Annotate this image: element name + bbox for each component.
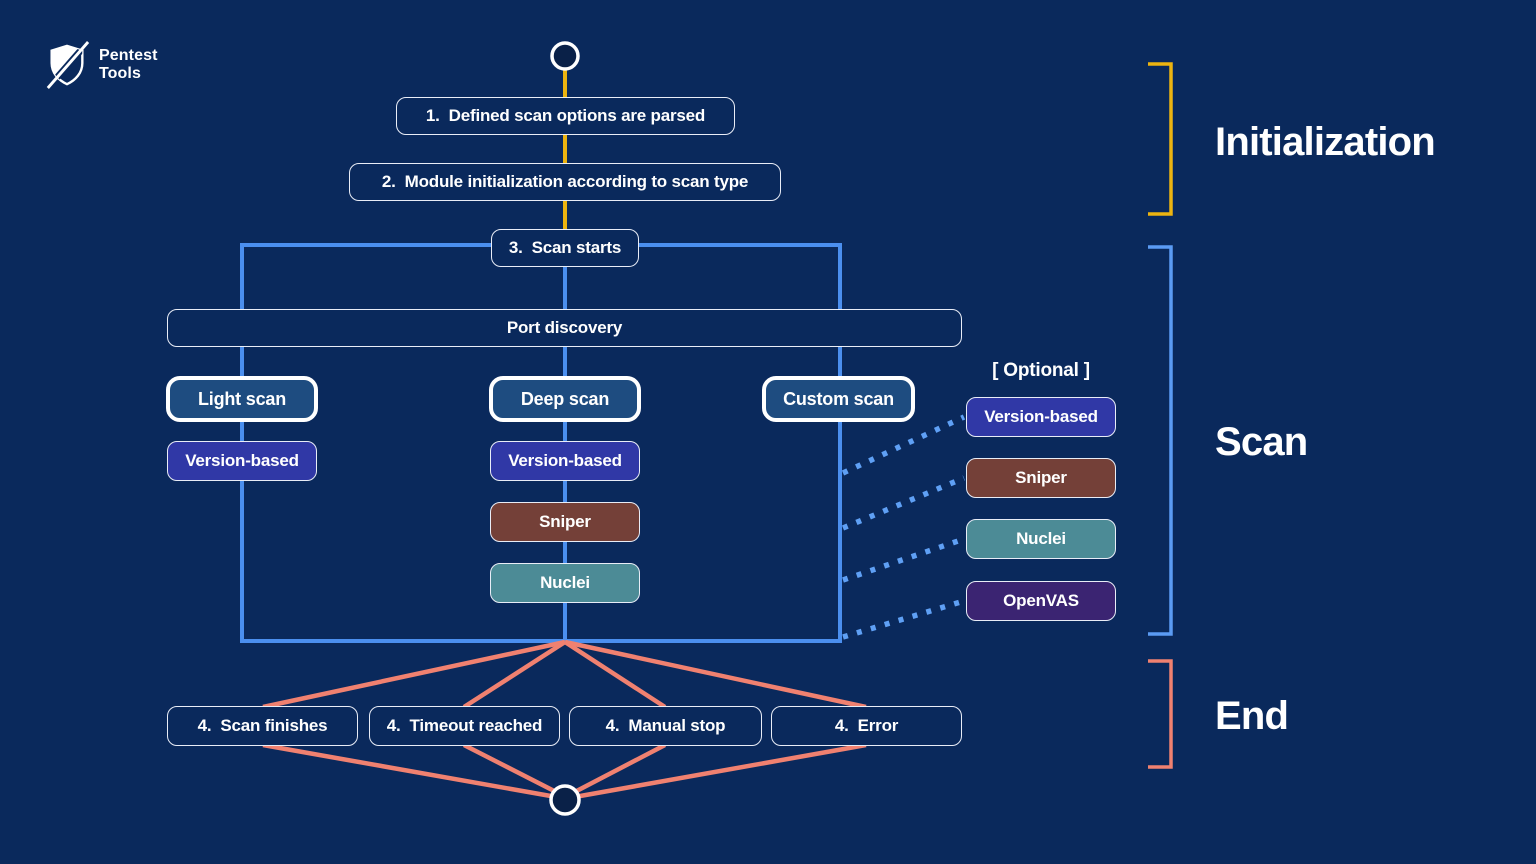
- module-label: Nuclei: [1016, 529, 1066, 548]
- dotted-connector-version-based: [841, 414, 966, 476]
- bracket-end: [1148, 659, 1173, 769]
- optional-module-sniper: Sniper: [966, 458, 1116, 498]
- step-text: Scan finishes: [220, 716, 328, 735]
- dotted-connector-nuclei: [842, 536, 965, 583]
- end-fan-line: [563, 640, 667, 709]
- phase-label-end: End: [1215, 694, 1289, 738]
- deep-module-version-based: Version-based: [490, 441, 640, 481]
- start-node-circle: [550, 41, 580, 71]
- deep-module-nuclei: Nuclei: [490, 563, 640, 603]
- custom-scan-box: Custom scan: [762, 376, 915, 422]
- end-fan-line: [262, 639, 566, 710]
- end-converge-line: [462, 742, 566, 799]
- brand-line-1: Pentest: [99, 47, 158, 65]
- step-number: 2.: [381, 172, 396, 191]
- end-converge-line: [565, 743, 667, 798]
- end-fan-line: [462, 640, 567, 709]
- end-box-scan-finishes: 4. Scan finishes: [167, 706, 358, 746]
- bracket-scan: [1148, 245, 1173, 636]
- module-label: Sniper: [539, 512, 591, 531]
- step-text: Timeout reached: [409, 716, 543, 735]
- port-discovery-label: Port discovery: [506, 318, 623, 337]
- pentest-tools-logo: Pentest Tools: [44, 40, 158, 90]
- deep-module-sniper: Sniper: [490, 502, 640, 542]
- brand-line-2: Tools: [99, 65, 141, 82]
- dotted-connector-sniper: [841, 475, 966, 531]
- scan-type-label: Deep scan: [520, 388, 610, 409]
- step-box-defined-scan-options: 1. Defined scan options are parsed: [396, 97, 735, 135]
- module-label: OpenVAS: [1003, 591, 1079, 610]
- step-number: 4.: [197, 716, 212, 735]
- module-label: Nuclei: [540, 573, 590, 592]
- step-text: Error: [857, 716, 899, 735]
- phase-label-scan: Scan: [1215, 420, 1308, 464]
- scan-type-label: Light scan: [197, 388, 286, 409]
- optional-module-version-based: Version-based: [966, 397, 1116, 437]
- deep-scan-box: Deep scan: [489, 376, 641, 422]
- end-box-timeout-reached: 4. Timeout reached: [369, 706, 560, 746]
- optional-label: [ Optional ]: [992, 360, 1090, 381]
- step-text: Module initialization according to scan …: [404, 172, 749, 191]
- step-number: 4.: [386, 716, 401, 735]
- module-label: Version-based: [984, 407, 1098, 426]
- optional-module-nuclei: Nuclei: [966, 519, 1116, 559]
- step-number: 4.: [605, 716, 620, 735]
- step-text: Scan starts: [531, 238, 622, 257]
- end-node-circle: [549, 784, 581, 816]
- end-converge-line: [568, 742, 867, 801]
- end-fan-line: [564, 639, 867, 710]
- end-box-manual-stop: 4. Manual stop: [569, 706, 762, 746]
- optional-module-openvas: OpenVAS: [966, 581, 1116, 621]
- phase-label-initialization: Initialization: [1215, 120, 1436, 164]
- scan-type-label: Custom scan: [783, 388, 894, 409]
- shield-icon: [46, 41, 90, 89]
- brand-name: Pentest Tools: [99, 47, 158, 83]
- step-text: Manual stop: [628, 716, 726, 735]
- step-number: 3.: [508, 238, 523, 257]
- step-box-scan-starts: 3. Scan starts: [491, 229, 639, 267]
- step-number: 1.: [425, 106, 440, 125]
- light-module-version-based: Version-based: [167, 441, 317, 481]
- dotted-connector-openvas: [842, 598, 965, 640]
- module-label: Sniper: [1015, 468, 1067, 487]
- module-label: Version-based: [508, 451, 622, 470]
- end-box-error: 4. Error: [771, 706, 962, 746]
- bracket-initialization: [1148, 62, 1173, 216]
- end-converge-line: [262, 742, 563, 801]
- light-scan-box: Light scan: [166, 376, 318, 422]
- step-text: Defined scan options are parsed: [448, 106, 706, 125]
- module-label: Version-based: [185, 451, 299, 470]
- step-box-module-initialization: 2. Module initialization according to sc…: [349, 163, 781, 201]
- step-number: 4.: [834, 716, 849, 735]
- port-discovery-bar: Port discovery: [167, 309, 962, 347]
